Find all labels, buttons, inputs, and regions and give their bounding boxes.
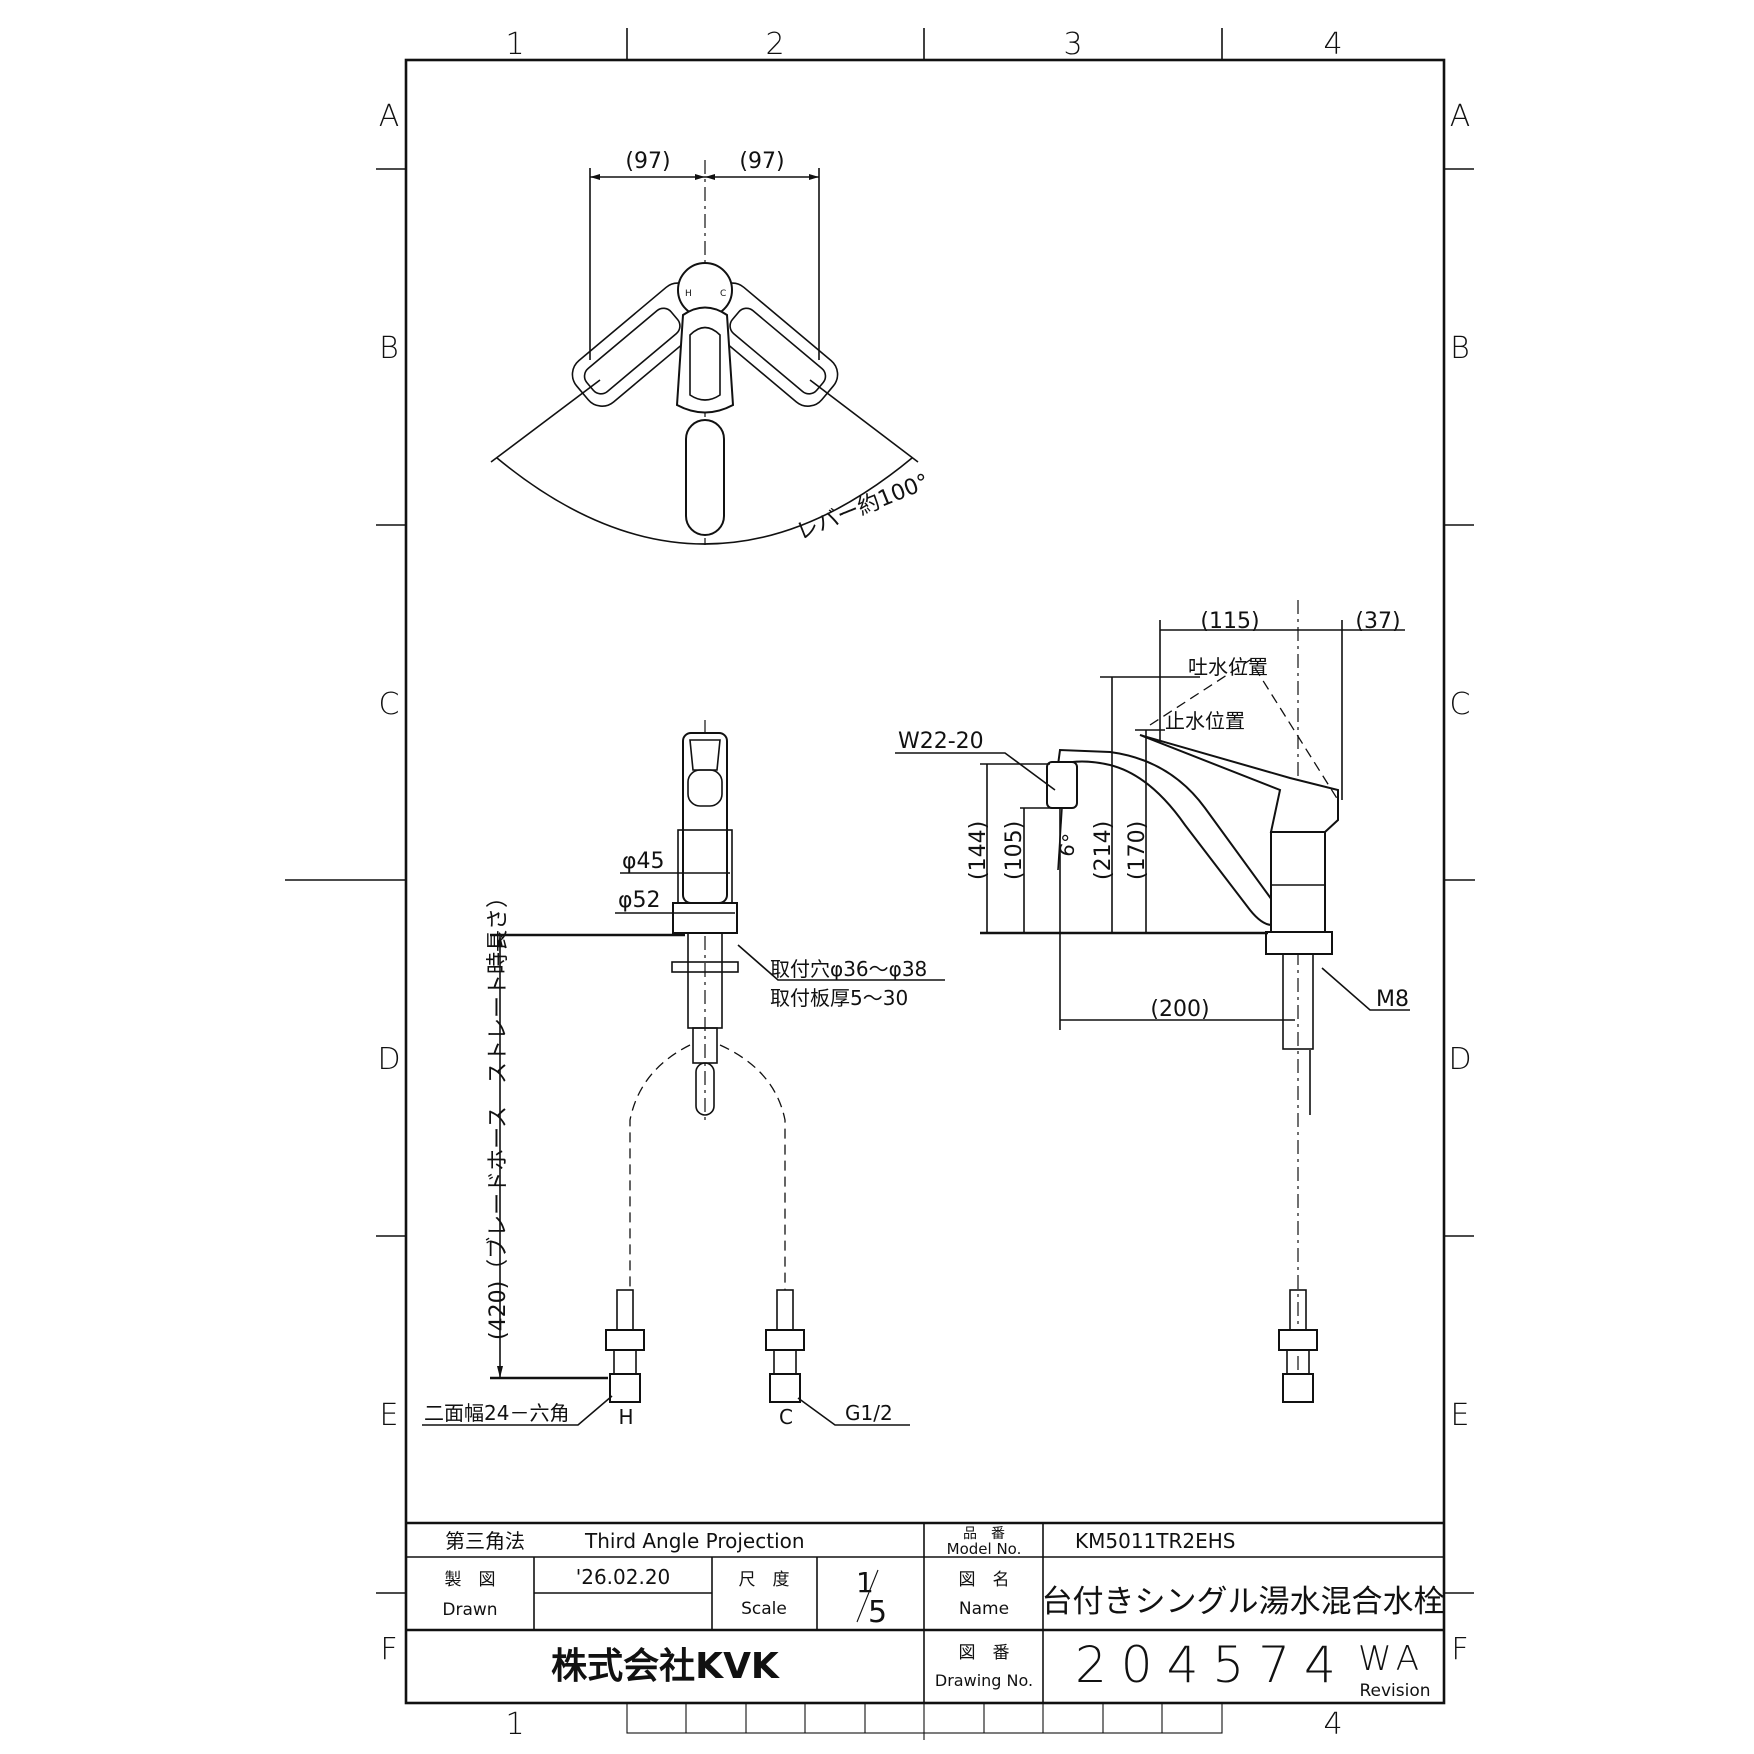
hex-note-label: 二面幅24－六角	[424, 1401, 569, 1425]
front-view: φ45 φ52 (420)（ブレードホース ストレート時長さ） 取付穴φ36～φ…	[422, 720, 945, 1429]
hose-length-label: (420)（ブレードホース ストレート時長さ）	[486, 886, 511, 1340]
row-label: B	[1450, 331, 1470, 366]
scale-fraction: 1 5	[856, 1566, 887, 1630]
drawn-date: '26.02.20	[576, 1565, 671, 1589]
row-label: B	[379, 331, 399, 366]
hot-label: H	[618, 1405, 633, 1429]
dim-37: (37)	[1355, 609, 1400, 634]
dim-105: (105)	[1002, 821, 1027, 880]
revision-code: WA	[1358, 1639, 1425, 1679]
dim-right-97: (97)	[739, 149, 784, 174]
open-position-label: 吐水位置	[1188, 655, 1268, 679]
top-view: (97) (97) H C レバー約100°	[490, 149, 933, 546]
model-label-en: Model No.	[947, 1540, 1022, 1558]
row-label: F	[380, 1632, 397, 1667]
column-label: 4	[1323, 27, 1342, 62]
column-label: 4	[1323, 1707, 1342, 1742]
row-label: E	[1451, 1398, 1470, 1433]
projection-en: Third Angle Projection	[584, 1529, 805, 1553]
dia-45-label: φ45	[622, 849, 665, 874]
scale-label-jp: 尺 度	[739, 1570, 790, 1590]
row-label: C	[1450, 687, 1471, 722]
dim-214: (214)	[1091, 821, 1116, 880]
hot-fitting	[605, 1289, 645, 1403]
bottom-cell-strip	[626, 1702, 1223, 1740]
bolt-label: M8	[1376, 987, 1409, 1012]
company-logo: 株式会社KVK	[551, 1646, 780, 1687]
closed-position-label: 止水位置	[1165, 709, 1245, 733]
row-label: D	[1448, 1042, 1471, 1077]
dia-52-label: φ52	[618, 888, 661, 913]
angle-6-label: 6°	[1054, 831, 1083, 859]
column-label: 2	[765, 27, 784, 62]
cold-mark: C	[720, 289, 726, 299]
drawing-label-en: Drawing No.	[935, 1671, 1033, 1690]
dim-170: (170)	[1125, 821, 1150, 880]
hot-mark: H	[685, 289, 692, 299]
side-view: (115) (37) 吐水位置 止水位置 W22-20 (144) (105) …	[895, 600, 1410, 1403]
model-label-jp: 品 番	[963, 1526, 1005, 1542]
cold-label: C	[779, 1405, 793, 1429]
mount-hole-label: 取付穴φ36～φ38	[770, 957, 927, 981]
aerator-thread-label: W22-20	[898, 729, 984, 754]
dim-200: (200)	[1150, 997, 1209, 1022]
drawn-label-en: Drawn	[442, 1600, 497, 1620]
name-label-en: Name	[959, 1599, 1009, 1619]
row-label: C	[379, 687, 400, 722]
row-label: D	[377, 1042, 400, 1077]
drawn-label-jp: 製 図	[445, 1570, 496, 1590]
model-number: KM5011TR2EHS	[1075, 1529, 1235, 1553]
title-block: 第三角法 Third Angle Projection 品 番 Model No…	[406, 1521, 1445, 1703]
projection-jp: 第三角法	[445, 1529, 525, 1553]
drawing-number: 204574	[1075, 1636, 1350, 1694]
drawing-frame	[285, 28, 1475, 1740]
column-label: 1	[505, 1707, 524, 1742]
dim-left-97: (97)	[625, 149, 670, 174]
row-label: F	[1451, 1632, 1468, 1667]
revision-label: Revision	[1359, 1681, 1430, 1701]
row-label: E	[380, 1398, 399, 1433]
row-label: A	[379, 99, 400, 134]
drawing-name: 台付きシングル湯水混合水栓	[1042, 1584, 1445, 1620]
mount-thickness-label: 取付板厚5～30	[770, 986, 908, 1010]
side-fitting	[1278, 1289, 1318, 1403]
zone-labels: 1 2 3 4 1 4 A B C D E F A B C D E F	[377, 27, 1471, 1742]
thread-label: G1/2	[845, 1401, 893, 1425]
cold-fitting	[765, 1289, 805, 1403]
scale-denominator: 5	[868, 1595, 887, 1630]
dim-144: (144)	[966, 821, 991, 880]
drawing-label-jp: 図 番	[959, 1643, 1010, 1663]
scale-label-en: Scale	[741, 1599, 787, 1619]
column-label: 3	[1063, 27, 1082, 62]
lever-angle-label: レバー約100°	[793, 470, 933, 546]
column-label: 1	[505, 27, 524, 62]
dim-115: (115)	[1200, 609, 1259, 634]
row-label: A	[1450, 99, 1471, 134]
name-label-jp: 図 名	[959, 1570, 1010, 1590]
